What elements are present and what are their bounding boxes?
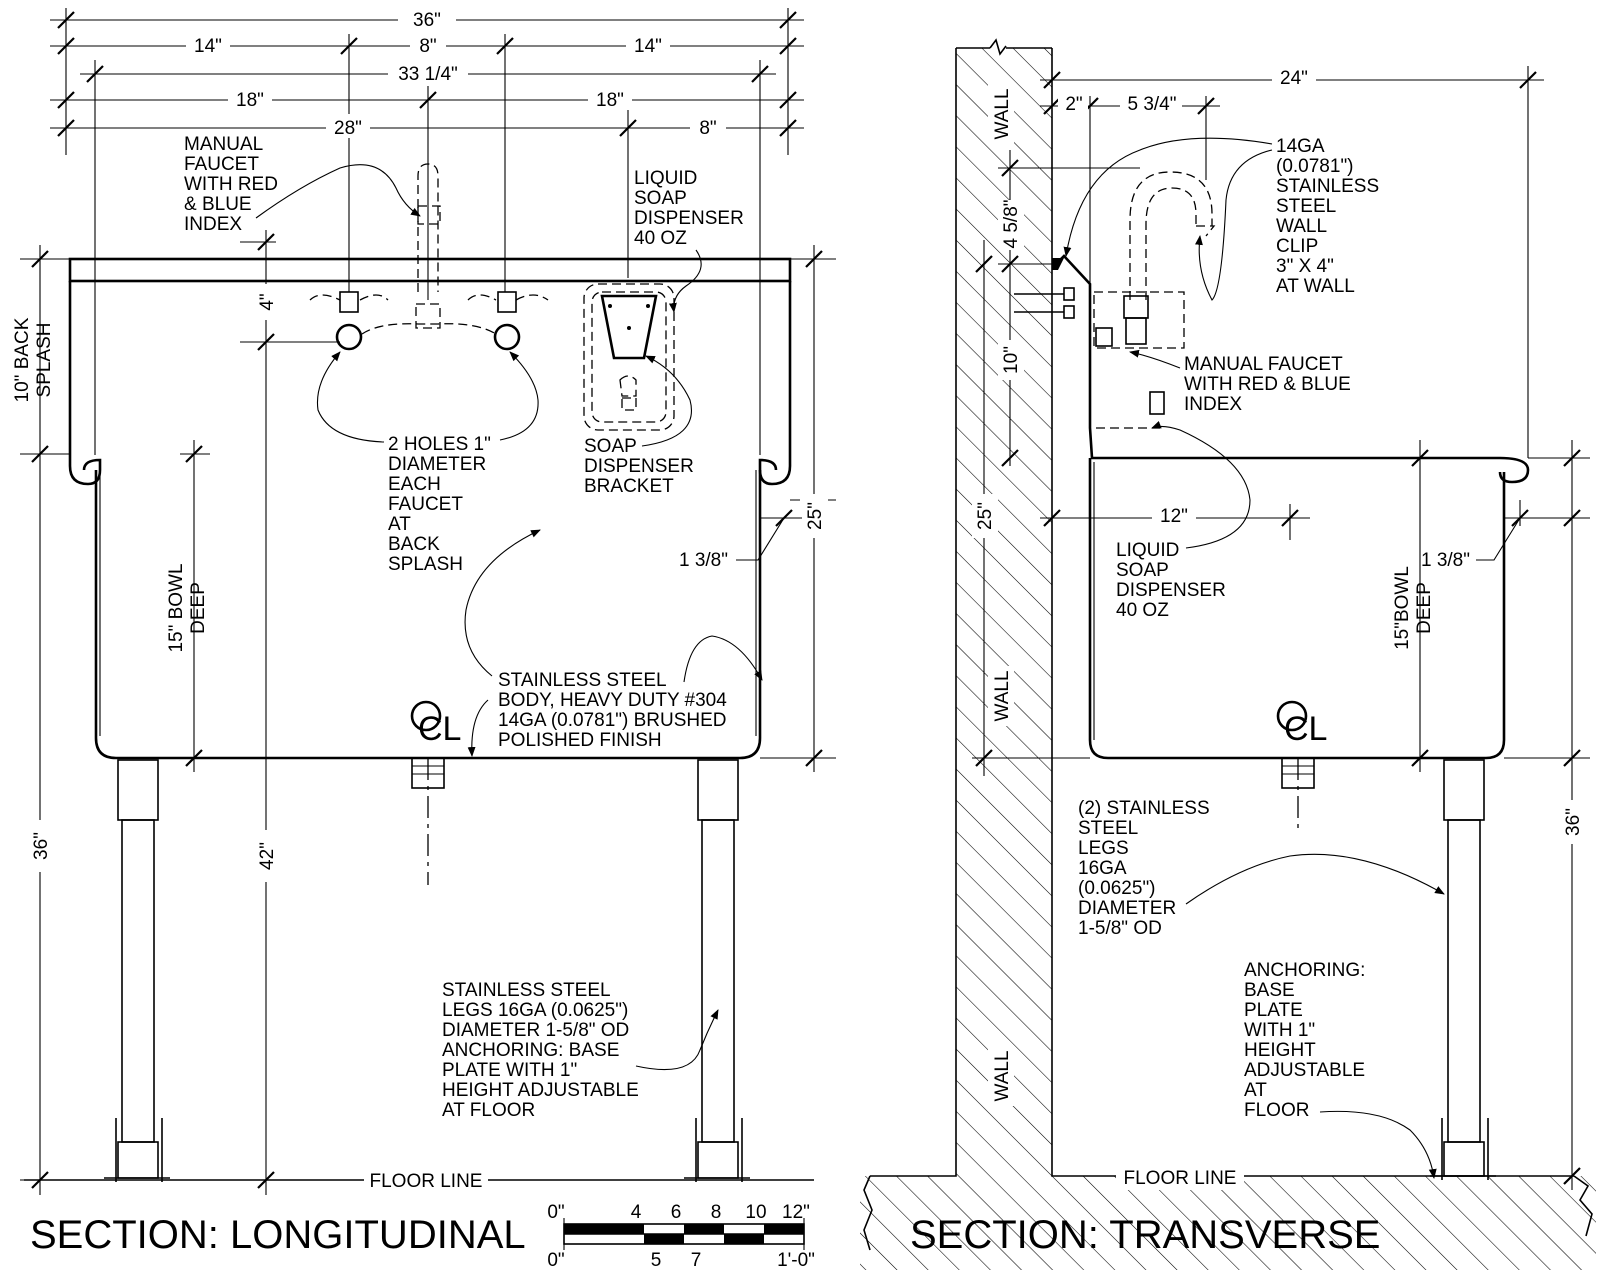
scale-top-8: 8 (711, 1202, 722, 1223)
note-soap-transverse: LIQUID SOAP DISPENSER 40 OZ (1116, 540, 1231, 621)
longitudinal-centerline: CL (410, 700, 461, 885)
bowl-deep-label-line1: 15" BOWL (166, 563, 187, 652)
scale-bottom-1ft: 1'-0" (777, 1250, 815, 1271)
dim-left-18: 18" (236, 90, 264, 111)
centerline-symbol-longitudinal: CL (418, 710, 461, 748)
dim-bowl-12: 12" (1160, 506, 1188, 527)
scale-bottom-5: 5 (651, 1250, 662, 1271)
bowl-deep-label-transverse-line1: 15"BOWL (1392, 566, 1413, 650)
transverse-faucet (1093, 171, 1216, 429)
longitudinal-faucet (309, 163, 549, 351)
bowl-deep-label-transverse-line2: DEEP (1414, 582, 1435, 634)
longitudinal-legs (104, 759, 750, 1182)
dim-left-14: 14" (194, 36, 222, 57)
dim-spout-4-5-8: 4 5/8" (1001, 199, 1022, 248)
bowl-deep-label-line2: DEEP (188, 582, 209, 634)
wall-label-bottom: WALL (992, 1050, 1013, 1101)
note-faucet-longitudinal: MANUAL FAUCET WITH RED & BLUE INDEX (184, 134, 283, 235)
scale-top-4: 4 (631, 1202, 642, 1223)
note-anchoring-transverse: ANCHORING: BASE PLATE WITH 1" HEIGHT ADJ… (1244, 960, 1371, 1121)
transverse-dimensions: 24" 2" 5 3/4" 4 5/8" 10" (972, 66, 1590, 1190)
transverse-centerline: CL (1276, 700, 1327, 830)
note-bracket-longitudinal: SOAP DISPENSER BRACKET (584, 436, 699, 497)
scale-top-12: 12" (782, 1202, 810, 1223)
dim-mid-8: 8" (419, 36, 436, 57)
dim-rim-1-3-8-transverse: 1 3/8" (1421, 550, 1470, 571)
dim-bowl-width: 33 1/4" (398, 64, 458, 85)
dim-height-36-transverse: 36" (1563, 808, 1584, 836)
backsplash-label-line1: 10" BACK (12, 317, 33, 402)
note-legs-longitudinal: STAINLESS STEEL LEGS 16GA (0.0625") DIAM… (442, 980, 644, 1121)
longitudinal-floor: FLOOR LINE (24, 1168, 814, 1192)
dim-right-14: 14" (634, 36, 662, 57)
dim-height-42: 42" (257, 842, 278, 870)
title-longitudinal: SECTION: LONGITUDINAL (30, 1213, 526, 1257)
longitudinal-side-dimensions: 10" BACK SPLASH 36" 4" 42" 15" BOWL DEEP (12, 230, 836, 1195)
note-soap-longitudinal: LIQUID SOAP DISPENSER 40 OZ (634, 168, 749, 249)
dim-overall-36: 36" (413, 10, 441, 31)
scale-bottom-0: 0" (547, 1250, 564, 1271)
note-faucet-transverse: MANUAL FAUCET WITH RED & BLUE INDEX (1184, 354, 1356, 415)
transverse-wall-floor: WALL WALL WALL FLOOR LINE (860, 38, 1596, 1270)
dim-bowl-height-25: 25" (805, 502, 826, 530)
backsplash-label-line2: SPLASH (34, 323, 55, 398)
centerline-symbol-transverse: CL (1284, 710, 1327, 748)
note-body-longitudinal: STAINLESS STEEL BODY, HEAVY DUTY #304 14… (498, 670, 732, 751)
scale-top-0: 0" (547, 1202, 564, 1223)
scale-bottom-7: 7 (691, 1250, 702, 1271)
longitudinal-section: 36" 14" 8" 14" 33 1/4" 18" 18" 28" 8" (12, 6, 836, 1257)
dim-rim-1-3-8-longitudinal: 1 3/8" (679, 550, 728, 571)
transverse-sink-body (1014, 254, 1530, 760)
wall-label-mid: WALL (992, 670, 1013, 721)
dim-height-36-longitudinal: 36" (31, 832, 52, 860)
transverse-leg (1430, 759, 1496, 1180)
dim-backsplash-4: 4" (257, 293, 278, 310)
longitudinal-soap-dispenser (583, 283, 675, 431)
dim-wall-2: 2" (1065, 94, 1082, 115)
note-clip-transverse: 14GA (0.0781") STAINLESS STEEL WALL CLIP… (1276, 136, 1384, 297)
dim-height-25-transverse: 25" (975, 502, 996, 530)
longitudinal-notes: MANUAL FAUCET WITH RED & BLUE INDEX LIQU… (184, 134, 763, 1121)
dim-soap-28: 28" (334, 118, 362, 139)
longitudinal-top-dimensions: 36" 14" 8" 14" 33 1/4" 18" 18" 28" 8" (50, 6, 804, 455)
floor-line-label-transverse: FLOOR LINE (1124, 1168, 1237, 1189)
floor-line-label-longitudinal: FLOOR LINE (370, 1171, 483, 1192)
dim-faucet-5-3-4: 5 3/4" (1127, 94, 1176, 115)
wall-label-top: WALL (992, 88, 1013, 139)
scale-top-6: 6 (671, 1202, 682, 1223)
scale-bar: 0" 4 6 8 10 12" 0" 5 7 1'-0" (547, 1202, 815, 1271)
transverse-section: WALL WALL WALL FLOOR LINE (860, 38, 1596, 1270)
title-transverse: SECTION: TRANSVERSE (910, 1213, 1380, 1257)
dim-depth-24: 24" (1280, 68, 1308, 89)
scale-top-10: 10 (745, 1202, 766, 1223)
dim-splash-10: 10" (1001, 346, 1022, 374)
transverse-notes: 14GA (0.0781") STAINLESS STEEL WALL CLIP… (1063, 136, 1445, 1179)
note-holes-longitudinal: 2 HOLES 1" DIAMETER EACH FAUCET AT BACK … (388, 434, 496, 575)
dim-right-18: 18" (596, 90, 624, 111)
dim-soap-8: 8" (699, 118, 716, 139)
note-legs-transverse: (2) STAINLESS STEEL LEGS 16GA (0.0625") … (1078, 798, 1215, 939)
